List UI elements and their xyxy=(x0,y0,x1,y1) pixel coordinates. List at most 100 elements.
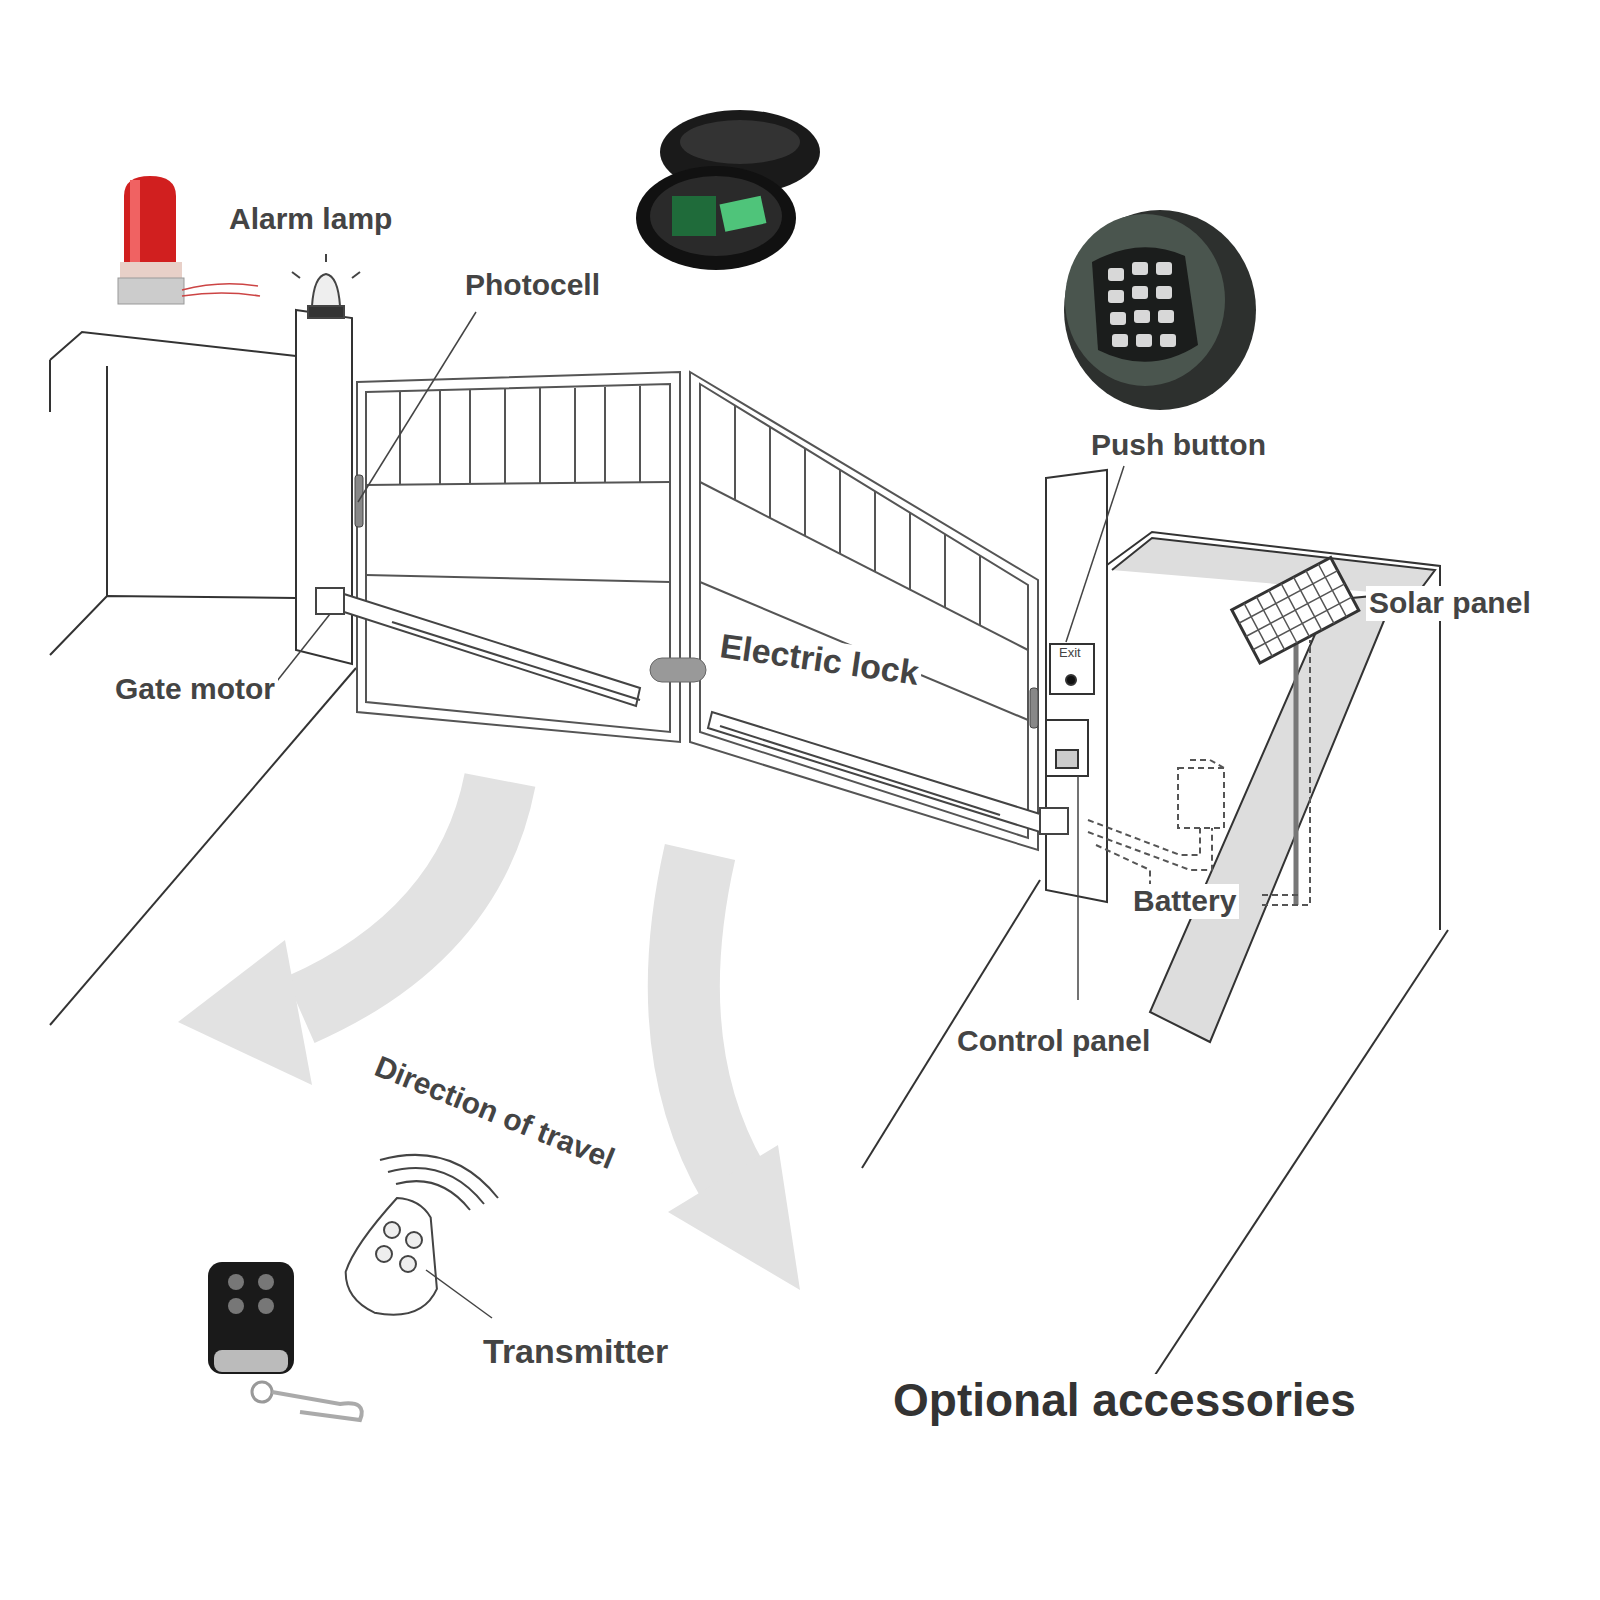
right-wall-part xyxy=(1150,594,1395,1042)
transmitter-white-part xyxy=(384,1222,400,1238)
gate-right-leaf xyxy=(690,372,1038,850)
travel-arrows xyxy=(178,780,800,1290)
part-name: Push button xyxy=(1088,428,1269,463)
ground-lines-part xyxy=(49,360,51,412)
key-fob-black-part xyxy=(228,1274,244,1290)
key-fob-black xyxy=(208,1262,362,1420)
push-button-plate-part xyxy=(1050,644,1094,694)
keypad-photo-part xyxy=(1132,286,1148,299)
gate-left-leaf-part xyxy=(366,575,670,582)
battery-and-wiring-part xyxy=(1262,640,1310,905)
right-pillar xyxy=(1046,470,1107,902)
red-alarm-lamp-part xyxy=(120,262,182,278)
push-button-plate-part xyxy=(1066,675,1076,685)
photocell-photo-part xyxy=(720,196,767,232)
gate-motor-arms-part xyxy=(720,726,1000,815)
sign-text: Exit xyxy=(1056,646,1084,661)
alarm-lamp-small xyxy=(292,254,360,318)
transmitter-white-part xyxy=(406,1232,422,1248)
photocell-units xyxy=(355,475,1038,728)
alarm-lamp-small-part xyxy=(312,274,340,306)
keypad-photo-part xyxy=(1108,290,1124,303)
keypad-photo-part xyxy=(1156,286,1172,299)
control-panel-box-part xyxy=(1046,720,1088,776)
keypad-photo-part xyxy=(1065,214,1225,386)
gate-right-leaf-part xyxy=(735,405,980,626)
part-name: Transmitter xyxy=(480,1332,671,1371)
alarm-lamp-small-part xyxy=(308,306,344,318)
gate-motor-arms-part xyxy=(344,594,640,706)
solar-panel-part xyxy=(1232,557,1359,663)
push-button-plate xyxy=(1050,644,1094,694)
keypad-photo-part xyxy=(1136,334,1152,347)
electric-lock-part xyxy=(650,658,706,682)
transmitter-white-part xyxy=(400,1256,416,1272)
keypad-photo-part xyxy=(1160,334,1176,347)
transmitter-white xyxy=(336,1155,498,1329)
gate-right-leaf-part xyxy=(700,482,1028,650)
red-alarm-lamp-part xyxy=(182,284,260,296)
key-fob-black-part xyxy=(208,1262,294,1374)
gate-motor-arms-part xyxy=(392,622,640,700)
keypad-photo-part xyxy=(1132,262,1148,275)
gate-left-leaf-part xyxy=(366,482,670,485)
part-name: Solar panel xyxy=(1366,586,1534,621)
part-name: Electric lock xyxy=(715,626,925,693)
photocell-photo-part xyxy=(672,196,716,236)
control-panel-box xyxy=(1046,720,1088,776)
gate-right-leaf-part xyxy=(690,372,1038,850)
key-fob-black-part xyxy=(258,1298,274,1314)
travel-arrows-part xyxy=(300,780,500,1010)
part-name: Control panel xyxy=(954,1024,1153,1059)
key-fob-black-part xyxy=(214,1350,288,1372)
solar-panel-part xyxy=(1232,557,1359,663)
photocell-photo-part xyxy=(650,176,782,256)
battery-and-wiring-part xyxy=(1088,820,1200,855)
red-alarm-lamp-part xyxy=(124,176,176,268)
gate-motor-arms-part xyxy=(708,712,1040,832)
photocell-photo xyxy=(636,110,820,270)
electric-lock xyxy=(650,658,706,682)
battery-and-wiring-part xyxy=(1096,845,1150,885)
part-name: Alarm lamp xyxy=(226,202,395,237)
part-name: Gate motor xyxy=(112,672,278,707)
transmitter-white-part xyxy=(336,1188,460,1328)
solar-panel xyxy=(1232,557,1359,905)
keypad-photo-part xyxy=(1064,210,1256,410)
keypad-photo-part xyxy=(1110,312,1126,325)
ground-lines-part xyxy=(50,332,296,360)
travel-arrows-part xyxy=(684,852,735,1185)
transmitter-white-part xyxy=(380,1155,498,1210)
gate-left-leaf-part xyxy=(366,386,640,485)
travel-arrows-part xyxy=(668,1145,800,1290)
leader-lines-part xyxy=(1077,776,1079,1000)
keypad-photo-part xyxy=(1108,268,1124,281)
photocell-units-part xyxy=(1030,688,1038,728)
ground-lines-part xyxy=(50,596,296,655)
keypad-photo-part xyxy=(1108,262,1176,347)
direction-note: Direction of travel xyxy=(367,1048,622,1178)
key-fob-black-part xyxy=(228,1298,244,1314)
red-alarm-lamp-part xyxy=(118,278,184,304)
gate-motor-arms-part xyxy=(316,588,344,614)
ground-lines xyxy=(50,332,1448,1410)
leader-lines-part xyxy=(426,1270,492,1318)
ground-lines-part xyxy=(106,366,108,596)
keypad-photo-part xyxy=(1134,310,1150,323)
key-fob-black-part xyxy=(258,1274,274,1290)
keypad-photo xyxy=(1064,210,1256,410)
gate-motor-arms xyxy=(316,588,1068,834)
battery-and-wiring-part xyxy=(1190,760,1224,768)
photocell-photo-part xyxy=(680,120,800,164)
leader-lines-part xyxy=(1066,466,1124,642)
battery-and-wiring xyxy=(1088,640,1310,905)
alarm-lamp-small-part xyxy=(292,254,360,278)
gate-motor-arms-part xyxy=(1040,808,1068,834)
keypad-photo-part xyxy=(1092,247,1198,362)
keypad-photo-part xyxy=(1156,262,1172,275)
caption: Optional accessories xyxy=(890,1374,1359,1427)
leader-lines xyxy=(262,312,1124,1318)
travel-arrows-part xyxy=(178,940,312,1085)
